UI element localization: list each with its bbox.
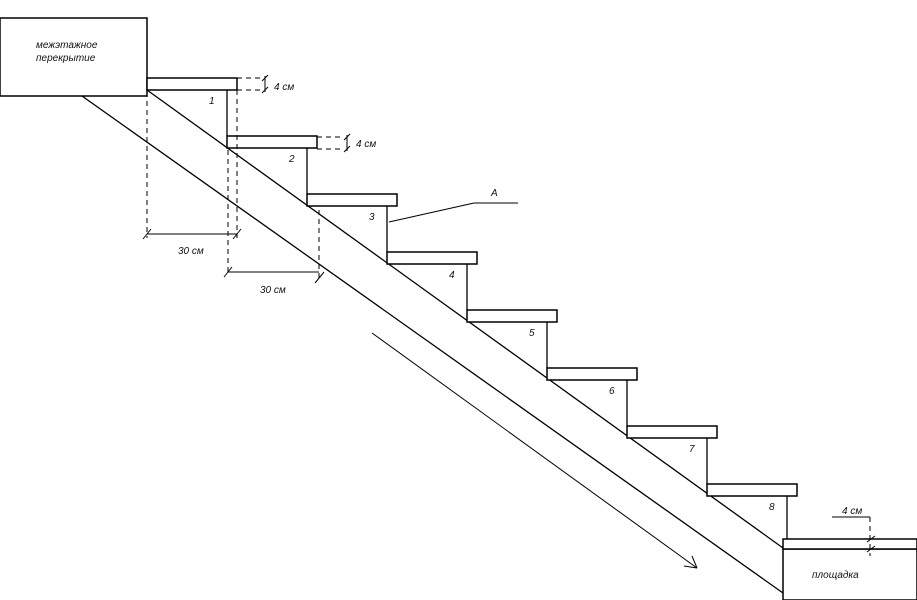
- floor-slab: [0, 17, 148, 97]
- step-tread-6: [546, 367, 638, 381]
- descent-direction-arrow: [371, 332, 698, 569]
- going-dimension-1: 30 см: [142, 90, 242, 257]
- stringer-top-edge: [146, 89, 784, 549]
- detail-a-leader: A: [388, 188, 518, 223]
- going-dimension-2: 30 см: [223, 150, 325, 296]
- step-number-1: 1: [209, 96, 215, 107]
- tread-thickness-dimension-1: 4 см: [237, 74, 294, 94]
- going-label-2: 30 см: [260, 285, 286, 296]
- landing-slab: [782, 548, 917, 600]
- step-tread-2: [226, 135, 318, 149]
- tread-thickness-label-2: 4 см: [356, 139, 376, 150]
- step-tread-7: [626, 425, 718, 439]
- going-label-1: 30 см: [178, 246, 204, 257]
- step-tread-1: [146, 77, 238, 91]
- step-number-5: 5: [529, 328, 535, 339]
- step-tread-5: [466, 309, 558, 323]
- steps-layer: 1 2 3 4 5 6 7 8: [146, 77, 798, 542]
- step-number-7: 7: [689, 444, 695, 455]
- step-number-2: 2: [288, 154, 295, 165]
- tread-thickness-label-1: 4 см: [274, 82, 294, 93]
- floor-slab-label-line2: перекрытие: [36, 53, 96, 64]
- detail-a-label: A: [490, 188, 498, 199]
- step-number-3: 3: [369, 212, 375, 223]
- tread-thickness-label-landing: 4 см: [842, 506, 862, 517]
- landing-label: площадка: [812, 570, 859, 581]
- step-tread-8: [706, 483, 798, 497]
- step-number-8: 8: [769, 502, 775, 513]
- tread-thickness-dimension-2: 4 см: [317, 133, 376, 153]
- landing-tread: [782, 538, 917, 550]
- step-tread-3: [306, 193, 398, 207]
- step-number-6: 6: [609, 386, 615, 397]
- stringer-bottom-edge: [81, 95, 784, 594]
- tread-thickness-dimension-landing: 4 см: [832, 506, 876, 556]
- step-tread-4: [386, 251, 478, 265]
- floor-slab-label-line1: межэтажное: [36, 40, 98, 51]
- step-number-4: 4: [449, 270, 455, 281]
